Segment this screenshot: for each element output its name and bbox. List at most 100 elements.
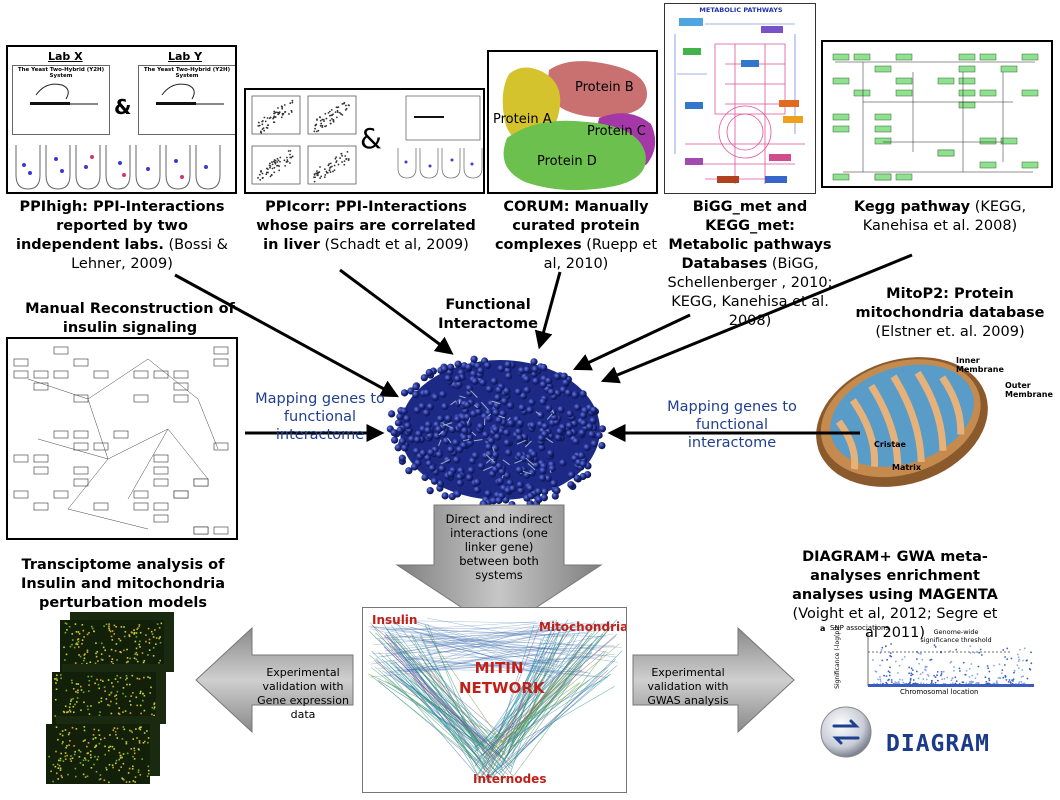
protein-sphere (530, 370, 538, 378)
scatter-dot (314, 176, 316, 179)
microarray-spot (112, 766, 114, 769)
protein-sphere (590, 440, 598, 448)
microarray-spot (73, 745, 75, 747)
microarray-spot (152, 665, 155, 667)
microarray-spot (121, 756, 123, 759)
interaction-edge (471, 431, 477, 436)
microarray-spot (118, 713, 121, 715)
microarray-spot (83, 654, 86, 656)
insulin-node-box (33, 382, 49, 391)
protein-sphere (407, 387, 415, 395)
microarray-spot (143, 694, 146, 697)
snp-point (921, 671, 924, 674)
microarray-spot (150, 686, 152, 689)
protein-sphere (485, 415, 493, 423)
microarray-spot (96, 725, 98, 727)
microarray-spot (61, 734, 64, 737)
insulin-node-box (13, 358, 29, 367)
kegg-gene-box (1000, 137, 1018, 145)
mitin-cross-edge (403, 621, 536, 631)
microarray-spot (151, 633, 154, 635)
microarray-spot (133, 747, 135, 750)
protein-sphere (458, 412, 466, 420)
mitin-edge (386, 634, 498, 774)
protein-sphere (545, 377, 553, 385)
microarray-spot (89, 750, 92, 753)
kegg-gene-box (958, 101, 976, 109)
protein-sphere (413, 436, 421, 444)
scatter-dot (285, 156, 288, 159)
snp-point (1005, 678, 1008, 681)
protein-sphere (439, 390, 447, 398)
protein-sphere (584, 462, 592, 470)
scatter-dot (273, 159, 276, 161)
snp-point (1025, 659, 1028, 662)
scatter-dot (328, 163, 330, 165)
protein-sphere (412, 390, 420, 399)
mitin-edge (512, 650, 607, 778)
snp-point (934, 681, 937, 684)
microarray-spot (119, 669, 122, 672)
microarray-spot (86, 721, 88, 724)
microarray-spot (119, 639, 122, 642)
protein-sphere (556, 427, 564, 435)
protein-sphere (467, 466, 475, 474)
microarray-spot (117, 712, 120, 715)
scatter-dot (266, 124, 269, 127)
microarray-spot (103, 686, 106, 688)
microarray-spot (128, 634, 131, 636)
microarray-spot (107, 749, 110, 752)
scatter-dot (264, 120, 267, 123)
microarray-spot (139, 774, 142, 776)
microarray-spot (125, 742, 128, 745)
microarray-spot (123, 635, 126, 638)
protein-sphere (544, 474, 552, 483)
scatter-dot (273, 121, 276, 124)
microarray-spot (126, 648, 128, 651)
mitin-edge (372, 625, 508, 740)
snp-point (970, 680, 973, 683)
scatter-dot (343, 163, 346, 166)
mitin-edge (501, 643, 620, 744)
protein-sphere (444, 414, 452, 423)
protein-sphere (419, 425, 427, 433)
protein-sphere (498, 415, 506, 423)
microarray-spot (108, 763, 111, 766)
kegg-gene-box (1021, 53, 1039, 61)
protein-sphere (537, 434, 545, 442)
ppihigh-drawing (15, 83, 224, 190)
protein-sphere (437, 366, 445, 375)
microarray-spot (136, 653, 139, 656)
protein-sphere (495, 462, 503, 470)
protein-sphere (490, 453, 499, 462)
snp-point (1022, 659, 1024, 662)
protein-sphere (469, 410, 478, 418)
protein-sphere (497, 427, 505, 435)
mitin-cross-edge (374, 637, 581, 651)
microarray-spot (122, 762, 125, 765)
protein-sphere (456, 473, 464, 481)
microarray-spot (136, 677, 139, 680)
protein-sphere (507, 419, 515, 427)
snp-point (936, 670, 939, 673)
protein-sphere (575, 458, 583, 467)
microarray-spot (109, 630, 112, 633)
scatter-dot (260, 131, 263, 134)
protein-sphere (508, 500, 516, 509)
microarray-spot (123, 626, 125, 628)
protein-sphere (497, 383, 505, 391)
scatter-dot (316, 119, 318, 121)
protein-sphere (516, 419, 524, 427)
protein-sphere (518, 435, 526, 443)
microarray-spot (70, 760, 72, 762)
scatter-dot (291, 155, 294, 158)
microarray-spot (91, 627, 94, 630)
scatter-dot (279, 156, 282, 159)
microarray-spot (76, 642, 78, 644)
protein-sphere (529, 421, 537, 429)
microarray-spot (139, 631, 142, 634)
snp-point (917, 677, 920, 680)
microarray-spot (78, 749, 80, 752)
protein-sphere (435, 448, 443, 457)
protein-sphere (567, 481, 575, 489)
